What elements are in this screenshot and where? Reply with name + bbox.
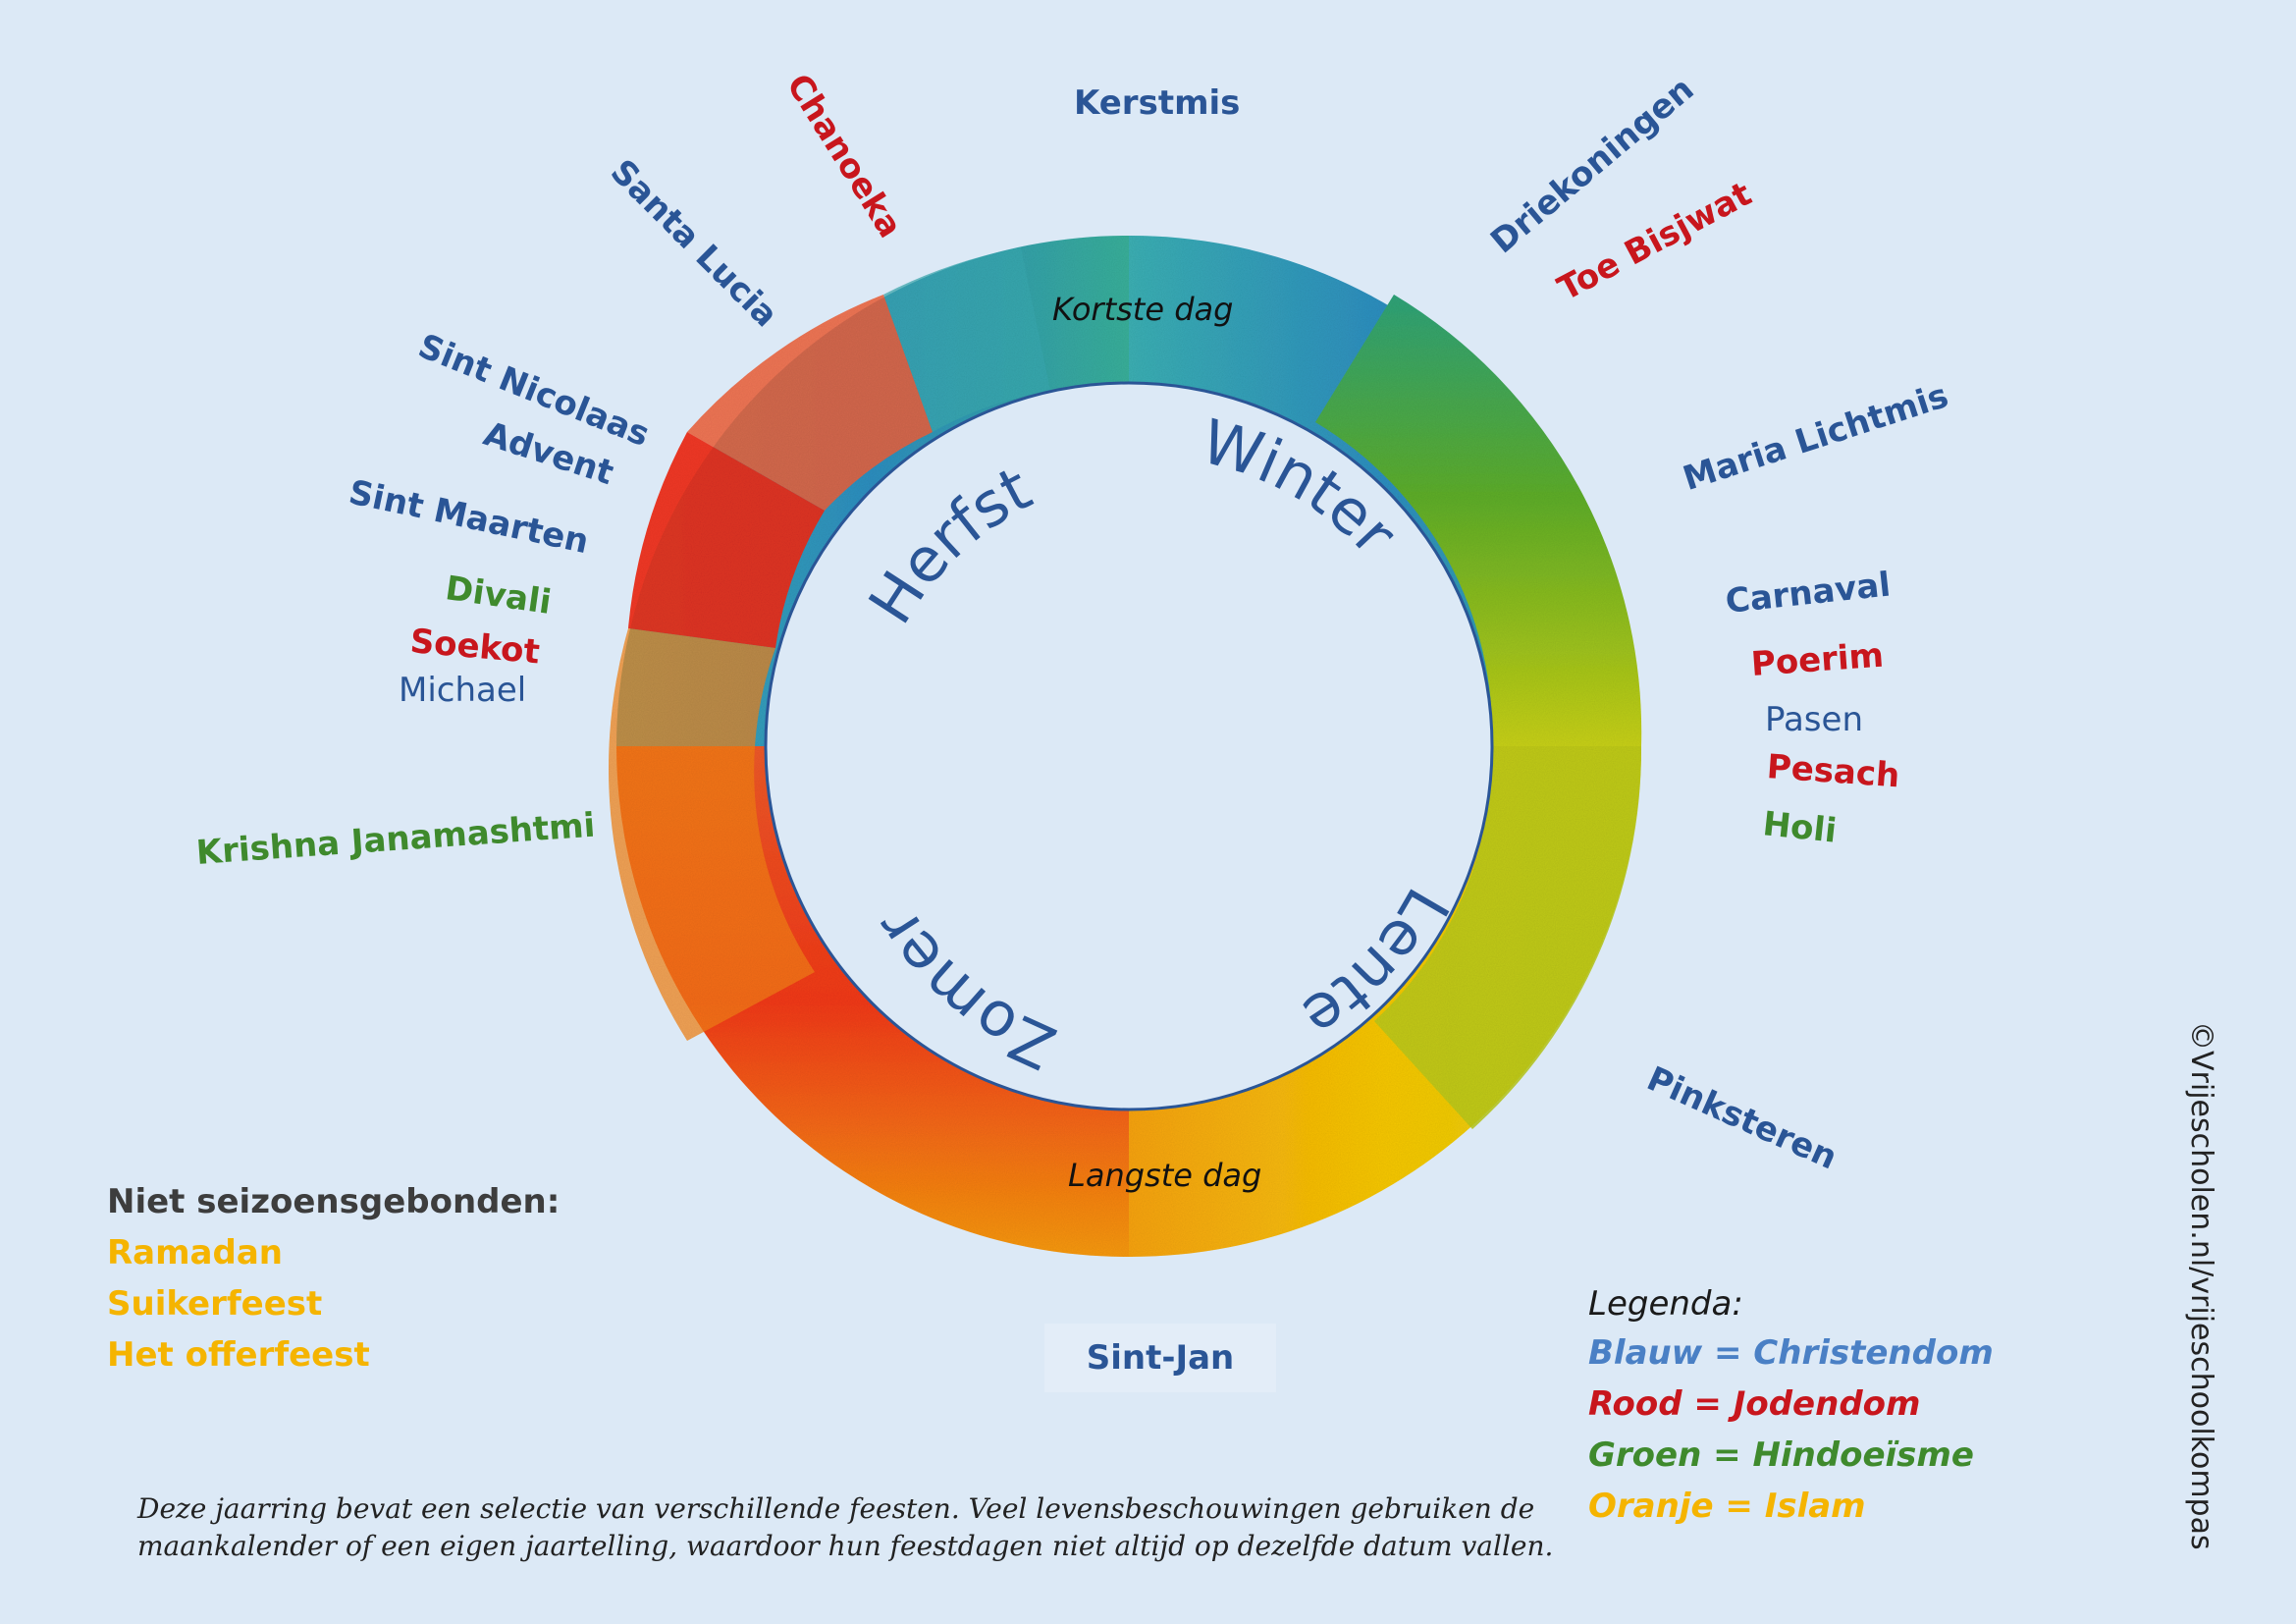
non-seasonal-list: Niet seizoensgebonden: Ramadan Suikerfee… [107,1182,560,1386]
festival-kerstmis: Kerstmis [1074,83,1241,123]
non-seasonal-item: Ramadan [107,1233,283,1272]
festival-michael: Michael [399,671,527,710]
ring-inner-circle [764,381,1494,1111]
shortest-day-label: Kortste dag [1052,291,1234,328]
legend: Legenda: Blauw = Christendom Rood = Jode… [1588,1284,1994,1538]
footnote-line-2: maankalender of een eigen jaartelling, w… [137,1530,1554,1562]
festival-sint-jan: Sint-Jan [1044,1324,1276,1392]
legend-item-christendom: Blauw = Christendom [1588,1333,1994,1373]
festival-soekot: Soekot [408,622,542,673]
festival-pasen: Pasen [1765,700,1863,739]
legend-item-islam: Oranje = Islam [1588,1487,1866,1526]
legend-item-hindoeisme: Groen = Hindoeïsme [1588,1435,1974,1475]
non-seasonal-heading: Niet seizoensgebonden: [107,1182,561,1221]
non-seasonal-item: Suikerfeest [107,1284,323,1324]
festival-holi: Holi [1760,804,1839,851]
legend-heading: Legenda: [1588,1284,1743,1324]
non-seasonal-item: Het offerfeest [107,1335,370,1375]
longest-day-label: Langste dag [1068,1157,1262,1194]
festival-pesach: Pesach [1765,747,1901,796]
legend-item-jodendom: Rood = Jodendom [1588,1384,1921,1424]
festival-poerim: Poerim [1749,635,1886,684]
copyright-text: ©Vrijescholen.nl/vrijeschoolkompas [2184,1021,2218,1550]
footnote-line-1: Deze jaarring bevat een selectie van ver… [137,1492,1535,1525]
footnote: Deze jaarring bevat een selectie van ver… [137,1490,1610,1565]
